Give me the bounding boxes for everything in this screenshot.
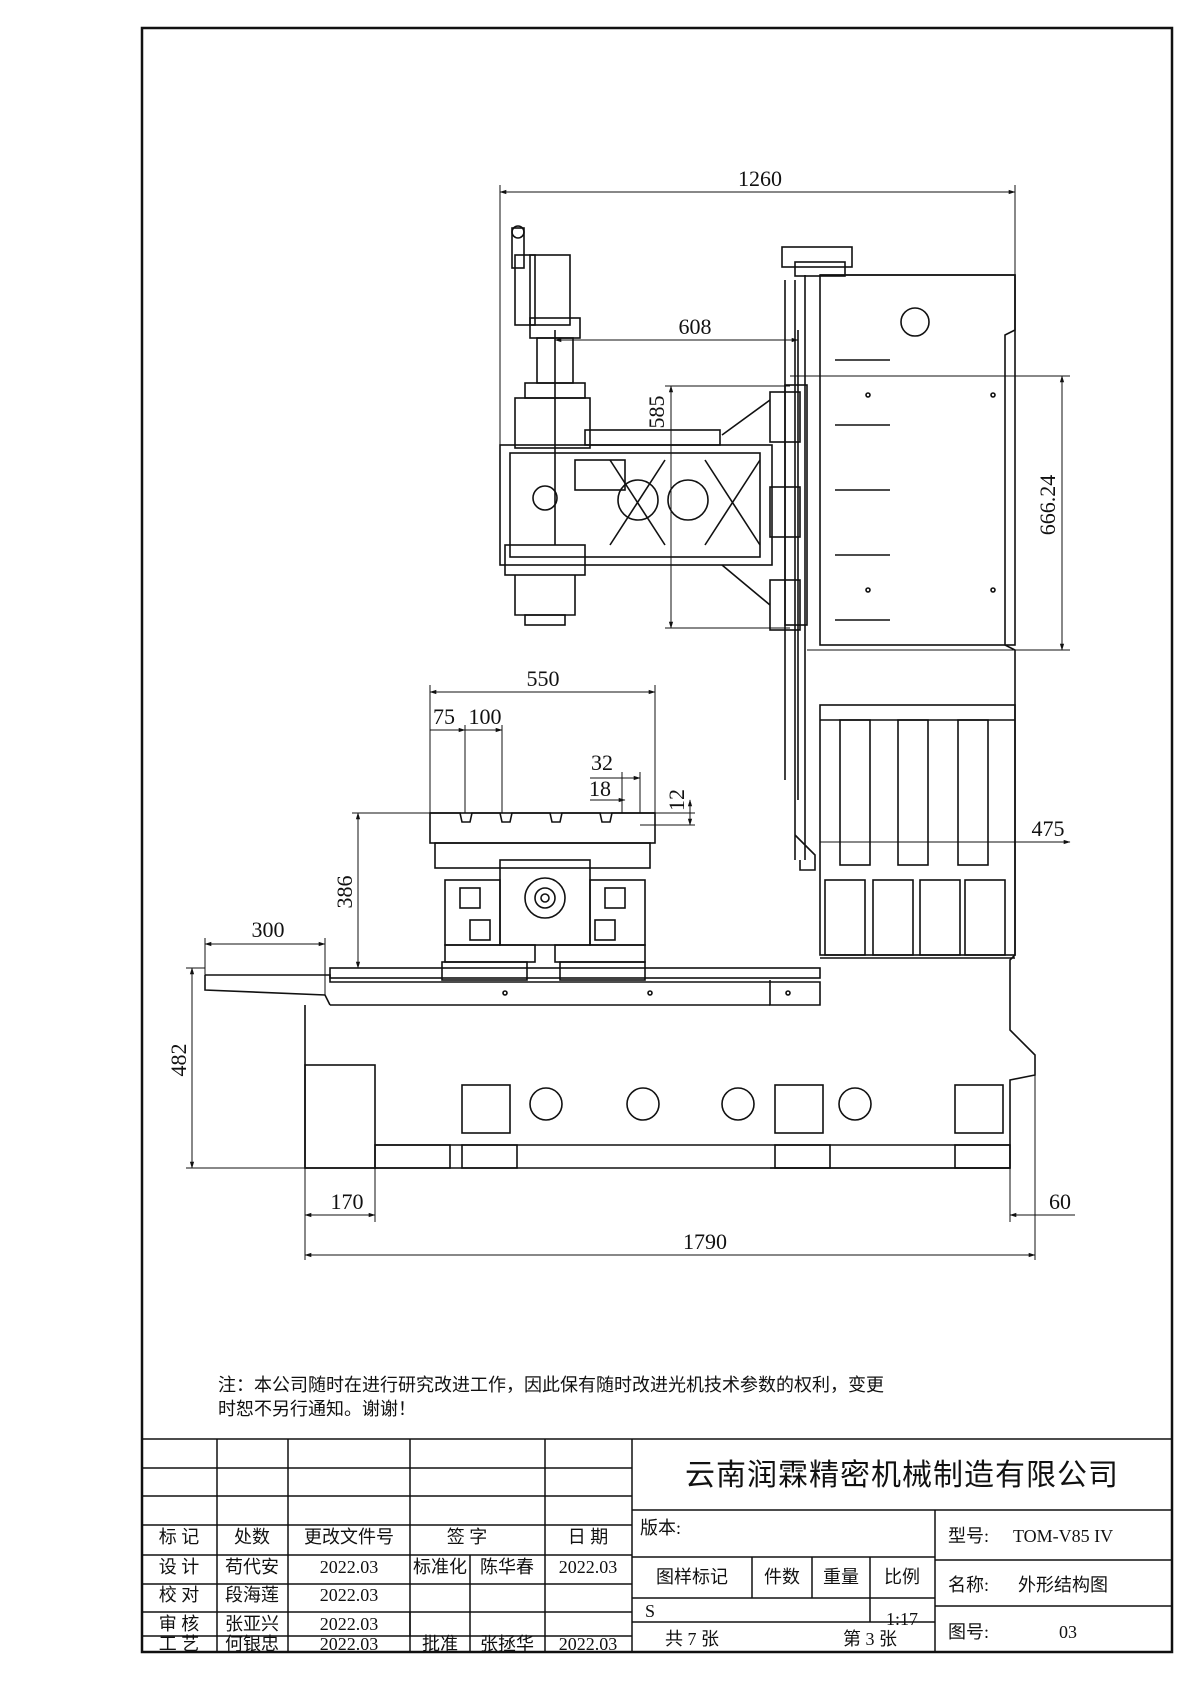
dim-475: 475 xyxy=(1032,816,1065,841)
row-review-date: 2022.03 xyxy=(320,1614,379,1634)
dim-550: 550 xyxy=(527,666,560,691)
sample-mark-label: 图样标记 xyxy=(656,1567,728,1587)
drawing-no-label: 图号: xyxy=(948,1622,989,1642)
drawing-no-value: 03 xyxy=(1059,1622,1077,1642)
header-sign: 签 字 xyxy=(447,1527,488,1547)
row-process-date: 2022.03 xyxy=(320,1634,379,1654)
row-design-name: 苟代安 xyxy=(225,1557,279,1577)
dim-386: 386 xyxy=(332,876,357,909)
company-name: 云南润霖精密机械制造有限公司 xyxy=(685,1459,1119,1492)
note-line-1: 注：本公司随时在进行研究改进工作，因此保有随时改进光机技术参数的权利，变更 xyxy=(218,1375,884,1395)
version-label: 版本: xyxy=(640,1518,681,1538)
model-label: 型号: xyxy=(948,1526,989,1546)
dim-608: 608 xyxy=(679,314,712,339)
total-sheets: 共 7 张 xyxy=(665,1629,719,1649)
row-check-role: 校 对 xyxy=(159,1585,200,1605)
dim-75: 75 xyxy=(433,704,455,729)
header-date: 日 期 xyxy=(568,1527,609,1547)
dim-18: 18 xyxy=(589,776,611,801)
pieces-label: 件数 xyxy=(764,1567,800,1587)
standard-date: 2022.03 xyxy=(559,1557,618,1577)
header-mark: 标 记 xyxy=(159,1527,200,1547)
dim-100: 100 xyxy=(469,704,502,729)
dimension-lines xyxy=(186,185,1075,1260)
row-review-name: 张亚兴 xyxy=(225,1614,279,1634)
row-design-role: 设 计 xyxy=(159,1557,200,1577)
weight-label: 重量 xyxy=(823,1567,859,1587)
dim-1260: 1260 xyxy=(738,166,782,191)
dimension-labels: 1260 608 585 666.24 550 75 100 32 18 12 … xyxy=(166,166,1071,1254)
row-process-name: 何银忠 xyxy=(225,1634,279,1654)
name-label: 名称: xyxy=(948,1575,989,1595)
standard-name: 陈华春 xyxy=(480,1557,534,1577)
dim-300: 300 xyxy=(252,917,285,942)
sample-mark-value: S xyxy=(645,1601,655,1621)
scale-value: 1:17 xyxy=(886,1609,918,1629)
row-review-role: 审 核 xyxy=(159,1614,200,1634)
dim-1790: 1790 xyxy=(683,1229,727,1254)
dim-482: 482 xyxy=(166,1044,191,1077)
dim-60: 60 xyxy=(1049,1189,1071,1214)
scale-label: 比例 xyxy=(884,1567,920,1587)
row-check-name: 段海莲 xyxy=(225,1585,279,1605)
name-value: 外形结构图 xyxy=(1018,1575,1108,1595)
dim-585: 585 xyxy=(644,396,669,429)
header-change-doc: 更改文件号 xyxy=(304,1527,394,1547)
standard-label: 标准化 xyxy=(413,1557,467,1577)
dim-170: 170 xyxy=(331,1189,364,1214)
dim-666-24: 666.24 xyxy=(1035,475,1060,536)
header-count: 处数 xyxy=(234,1527,270,1547)
title-block-text: 云南润霖精密机械制造有限公司 标 记 处数 更改文件号 签 字 日 期 设 计 … xyxy=(159,1459,1119,1654)
dim-12: 12 xyxy=(664,789,689,811)
approve-name: 张拯华 xyxy=(480,1634,534,1654)
title-block-grid xyxy=(141,1438,1173,1653)
row-design-date: 2022.03 xyxy=(320,1557,379,1577)
approve-label: 批准 xyxy=(422,1634,458,1654)
dim-32: 32 xyxy=(591,750,613,775)
row-process-role: 工 艺 xyxy=(159,1634,200,1654)
approve-date: 2022.03 xyxy=(559,1634,618,1654)
sheet-number: 第 3 张 xyxy=(843,1629,897,1649)
note-line-2: 时恕不另行通知。谢谢！ xyxy=(218,1399,416,1419)
row-check-date: 2022.03 xyxy=(320,1585,379,1605)
model-value: TOM-V85 IV xyxy=(1013,1526,1113,1546)
machine-outline xyxy=(204,225,1036,1169)
